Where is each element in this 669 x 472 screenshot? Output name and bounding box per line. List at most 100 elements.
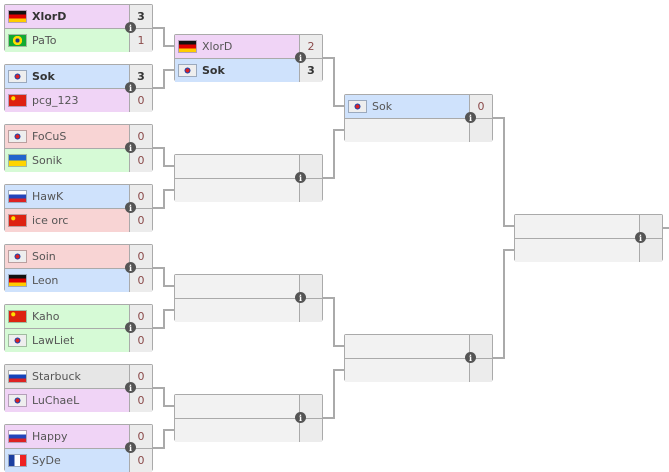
- match-info-icon[interactable]: i: [465, 112, 476, 123]
- match-info-icon[interactable]: i: [125, 22, 136, 33]
- match-info-icon[interactable]: i: [125, 262, 136, 273]
- player-name-cell[interactable]: [345, 359, 469, 382]
- player-name-cell[interactable]: Sok: [175, 59, 299, 82]
- flag-kr-icon: [9, 251, 26, 262]
- connector-line: [503, 249, 505, 359]
- player-slot[interactable]: [175, 299, 322, 322]
- player-name-cell[interactable]: ice orc: [5, 209, 129, 232]
- connector-line: [153, 87, 163, 89]
- player-name: Leon: [32, 274, 59, 287]
- flag-de-icon: [9, 11, 26, 22]
- flag-kr-icon: [9, 395, 26, 406]
- player-slot[interactable]: [175, 155, 322, 179]
- match-info-icon[interactable]: i: [635, 232, 646, 243]
- player-name: ice orc: [32, 214, 69, 227]
- match-info-icon[interactable]: i: [125, 82, 136, 93]
- flag-de-icon: [9, 275, 26, 286]
- player-name-cell[interactable]: pcg_123: [5, 89, 129, 112]
- flag-kr-icon: [9, 131, 26, 142]
- player-name: XlorD: [202, 40, 233, 53]
- match-info-icon[interactable]: i: [125, 322, 136, 333]
- match-info-icon[interactable]: i: [295, 292, 306, 303]
- player-name-cell[interactable]: Sok: [345, 95, 469, 118]
- connector-line: [163, 309, 165, 329]
- flag-ru-icon: [9, 191, 26, 202]
- player-name-cell[interactable]: [345, 119, 469, 142]
- match-info-icon[interactable]: i: [295, 52, 306, 63]
- player-name-cell[interactable]: [175, 179, 299, 202]
- player-name-cell[interactable]: [175, 275, 299, 298]
- player-slot[interactable]: [345, 335, 492, 359]
- connector-line: [333, 345, 344, 347]
- player-name-cell[interactable]: Soin: [5, 245, 129, 268]
- connector-line: [323, 57, 333, 59]
- player-name-cell[interactable]: Starbuck: [5, 365, 129, 388]
- match-info-icon[interactable]: i: [295, 412, 306, 423]
- player-slot[interactable]: [175, 179, 322, 202]
- match-info-icon[interactable]: i: [295, 172, 306, 183]
- player-slot[interactable]: [345, 119, 492, 142]
- match-info-icon[interactable]: i: [465, 352, 476, 363]
- player-slot[interactable]: XlorD 2: [175, 35, 322, 59]
- player-slot[interactable]: [345, 359, 492, 382]
- player-slot[interactable]: [175, 275, 322, 299]
- player-name: Happy: [32, 430, 68, 443]
- player-score: 0: [129, 125, 152, 148]
- player-name-cell[interactable]: LawLiet: [5, 329, 129, 352]
- player-slot[interactable]: [515, 215, 662, 239]
- flag-kr-icon: [179, 65, 196, 76]
- player-name-cell[interactable]: Sonik: [5, 149, 129, 172]
- match-info-icon[interactable]: i: [125, 442, 136, 453]
- player-name-cell[interactable]: [515, 239, 639, 262]
- player-name-cell[interactable]: [175, 155, 299, 178]
- player-name-cell[interactable]: FoCuS: [5, 125, 129, 148]
- player-name-cell[interactable]: [515, 215, 639, 238]
- player-name-cell[interactable]: XlorD: [5, 5, 129, 28]
- match-info-icon[interactable]: i: [125, 142, 136, 153]
- player-score: [639, 239, 662, 262]
- match-info-icon[interactable]: i: [125, 202, 136, 213]
- player-name-cell[interactable]: [175, 395, 299, 418]
- flag-kr-icon: [9, 335, 26, 346]
- player-name: XlorD: [32, 10, 67, 23]
- player-name-cell[interactable]: Kaho: [5, 305, 129, 328]
- player-score: 2: [299, 35, 322, 58]
- player-score: 0: [129, 185, 152, 208]
- player-name-cell[interactable]: SyDe: [5, 449, 129, 472]
- player-name-cell[interactable]: LuChaeL: [5, 389, 129, 412]
- player-score: [299, 419, 322, 442]
- player-name-cell[interactable]: PaTo: [5, 29, 129, 52]
- player-name-cell[interactable]: [175, 419, 299, 442]
- player-name-cell[interactable]: Sok: [5, 65, 129, 88]
- player-score: [299, 395, 322, 418]
- player-name-cell[interactable]: Leon: [5, 269, 129, 292]
- player-name-cell[interactable]: [175, 299, 299, 322]
- player-name-cell[interactable]: XlorD: [175, 35, 299, 58]
- player-slot[interactable]: [515, 239, 662, 262]
- player-slot[interactable]: [175, 419, 322, 442]
- connector-line: [333, 129, 335, 179]
- player-name-cell[interactable]: [345, 335, 469, 358]
- player-name-cell[interactable]: Happy: [5, 425, 129, 448]
- player-name-cell[interactable]: HawK: [5, 185, 129, 208]
- match-info-icon[interactable]: i: [125, 382, 136, 393]
- player-slot[interactable]: [175, 395, 322, 419]
